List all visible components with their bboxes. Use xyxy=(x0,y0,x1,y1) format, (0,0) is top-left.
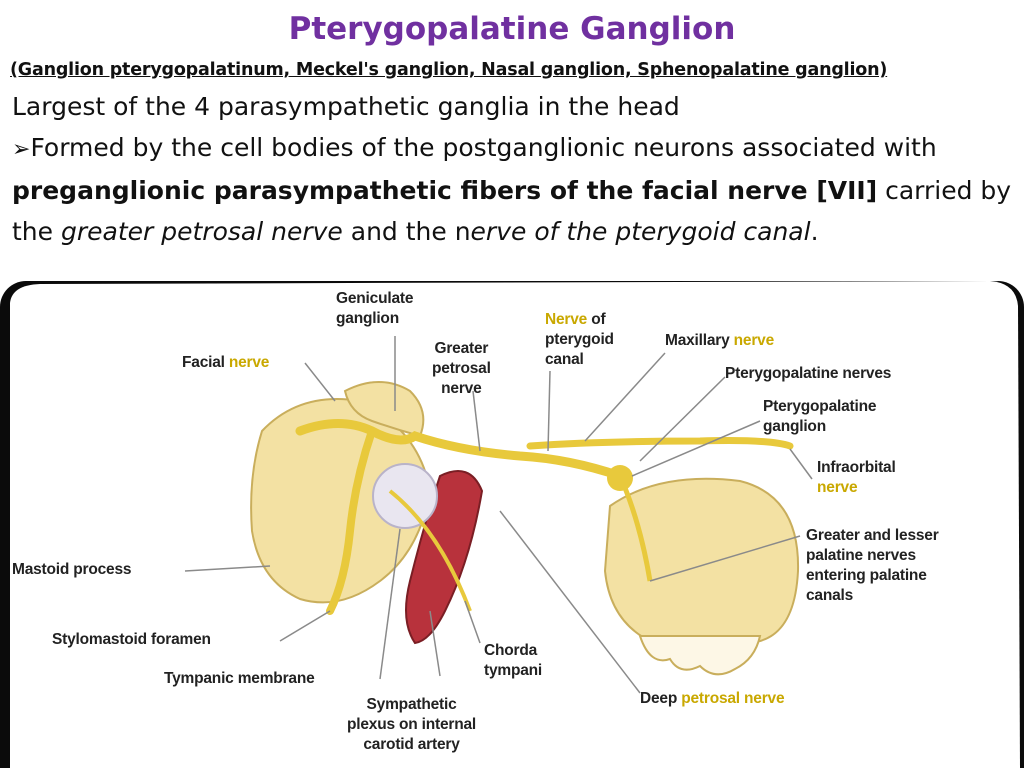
label-mastoid-process: Mastoid process xyxy=(12,561,132,578)
greater-petrosal-nerve-word: nerve xyxy=(441,380,482,397)
label-tympanic-membrane: Tympanic membrane xyxy=(164,669,315,689)
ptery-ganglion-word: Pterygopalatine xyxy=(763,398,877,415)
leader-infraorbital xyxy=(789,448,813,480)
petrosal-nerve-word: petrosal nerve xyxy=(681,690,785,707)
label-deep-petrosal-nerve: Deep petrosal nerve xyxy=(640,689,785,709)
leader-stylomastoid xyxy=(279,610,331,642)
canals-line: canals xyxy=(806,587,854,604)
facial-nerve-path xyxy=(295,419,625,481)
anatomy-diagram xyxy=(10,281,1020,768)
label-infraorbital-nerve: Infraorbital nerve xyxy=(817,458,896,498)
geniculate-word: Geniculate xyxy=(336,290,414,307)
period: . xyxy=(810,217,819,246)
label-pterygopalatine-ganglion: Pterygopalatine ganglion xyxy=(763,397,876,437)
leader-pterygopalatine-ganglion xyxy=(631,420,761,477)
sympathetic-word: Sympathetic xyxy=(366,696,457,713)
greater-word: Greater xyxy=(434,340,489,357)
facial-word: Facial xyxy=(182,354,225,371)
label-sympathetic-plexus: Sympathetic plexus on internal carotid a… xyxy=(347,695,476,755)
teeth xyxy=(638,635,762,676)
foramen-word: foramen xyxy=(151,631,211,648)
leader-tympanic xyxy=(379,528,401,680)
bullet-arrow-icon: ➢ xyxy=(12,137,31,162)
pterygopalatine-ganglion-shape xyxy=(607,465,633,491)
stylomastoid-word: Stylomastoid xyxy=(52,631,147,648)
deep-word: Deep xyxy=(640,690,678,707)
infraorbital-nerve-word: nerve xyxy=(817,479,858,496)
preganglionic-bold: preganglionic parasympathetic fibers of … xyxy=(12,176,878,205)
leader-chorda xyxy=(464,600,481,644)
label-palatine-nerves: Greater and lesser palatine nerves enter… xyxy=(806,526,939,606)
leader-greater-petrosal xyxy=(472,390,481,452)
facial-descending xyxy=(326,427,376,615)
pterygoid-word: pterygoid xyxy=(545,331,614,348)
carried-text: carried by the xyxy=(12,176,1012,246)
label-stylomastoid-foramen: Stylomastoid foramen xyxy=(52,630,211,650)
geniculate-ganglion-word: ganglion xyxy=(336,310,399,327)
leader-lines xyxy=(184,336,813,694)
petrosal-word: petrosal xyxy=(432,360,491,377)
label-nerve-of-pterygoid-canal: Nerve of pterygoid canal xyxy=(545,310,614,370)
body-text: Largest of the 4 parasympathetic ganglia… xyxy=(12,86,1012,252)
leader-facial xyxy=(304,362,336,402)
leader-maxillary xyxy=(584,352,666,442)
tympanic-word: Tympanic xyxy=(164,670,234,687)
tympani-word: tympani xyxy=(484,662,543,679)
line-formed: ➢Formed by the cell bodies of the postga… xyxy=(12,127,1012,252)
maxillary-nerve-word: nerve xyxy=(733,332,775,349)
label-pterygopalatine-nerves: Pterygopalatine nerves xyxy=(725,364,891,384)
figure-background xyxy=(10,281,1020,768)
palatine-nerves-line: palatine nerves xyxy=(806,547,916,564)
maxilla-bone xyxy=(603,477,800,648)
label-maxillary-nerve: Maxillary nerve xyxy=(665,331,774,351)
nerves-word: nerves xyxy=(842,365,892,382)
synonyms-line: (Ganglion pterygopalatinum, Meckel's gan… xyxy=(10,60,888,80)
of-word: of xyxy=(591,311,606,328)
and-the-text: and the n xyxy=(342,217,471,246)
ganglion-word: ganglion xyxy=(763,418,826,435)
label-greater-petrosal: Greater petrosal nerve xyxy=(432,339,491,399)
greater-lesser-line: Greater and lesser xyxy=(806,527,939,544)
pterygoid-canal-path xyxy=(526,437,794,450)
entering-line: entering palatine xyxy=(806,567,927,584)
line-largest: Largest of the 4 parasympathetic ganglia… xyxy=(12,92,680,121)
membrane-word: membrane xyxy=(237,670,315,687)
leader-sympathetic xyxy=(429,610,441,677)
tympanic-membrane-shape xyxy=(372,463,438,529)
facial-nerve-word: nerve xyxy=(228,354,270,371)
chorda-tympani-path xyxy=(388,489,472,612)
label-geniculate: Geniculate ganglion xyxy=(336,289,413,329)
plexus-word: plexus on internal xyxy=(347,716,477,733)
chorda-word: Chorda xyxy=(484,642,538,659)
canal-word: canal xyxy=(545,351,584,368)
leader-palatine-canals xyxy=(649,535,801,582)
label-chorda-tympani: Chorda tympani xyxy=(484,641,542,681)
label-facial-nerve: Facial nerve xyxy=(182,353,269,373)
formed-text: Formed by the cell bodies of the postgan… xyxy=(30,133,937,162)
nerve-of-word: Nerve xyxy=(545,311,588,328)
leader-nerve-of-pterygoid-canal xyxy=(547,370,551,452)
slide-title: Pterygopalatine Ganglion xyxy=(288,11,736,47)
leader-deep-petrosal xyxy=(499,510,641,694)
leader-pterygopalatine-nerves xyxy=(639,376,726,462)
pterygopalatine-word: Pterygopalatine xyxy=(725,365,839,382)
leader-mastoid xyxy=(184,565,271,572)
maxillary-word: Maxillary xyxy=(665,332,730,349)
greater-petrosal-italic: greater petrosal nerve xyxy=(60,217,343,246)
infraorbital-word: Infraorbital xyxy=(817,459,896,476)
carotid-word: carotid artery xyxy=(363,736,460,753)
pterygoid-canal-italic: erve of the pterygoid canal xyxy=(470,217,811,246)
anatomy-figure: Geniculate ganglion Facial nerve Greater… xyxy=(0,281,1024,768)
